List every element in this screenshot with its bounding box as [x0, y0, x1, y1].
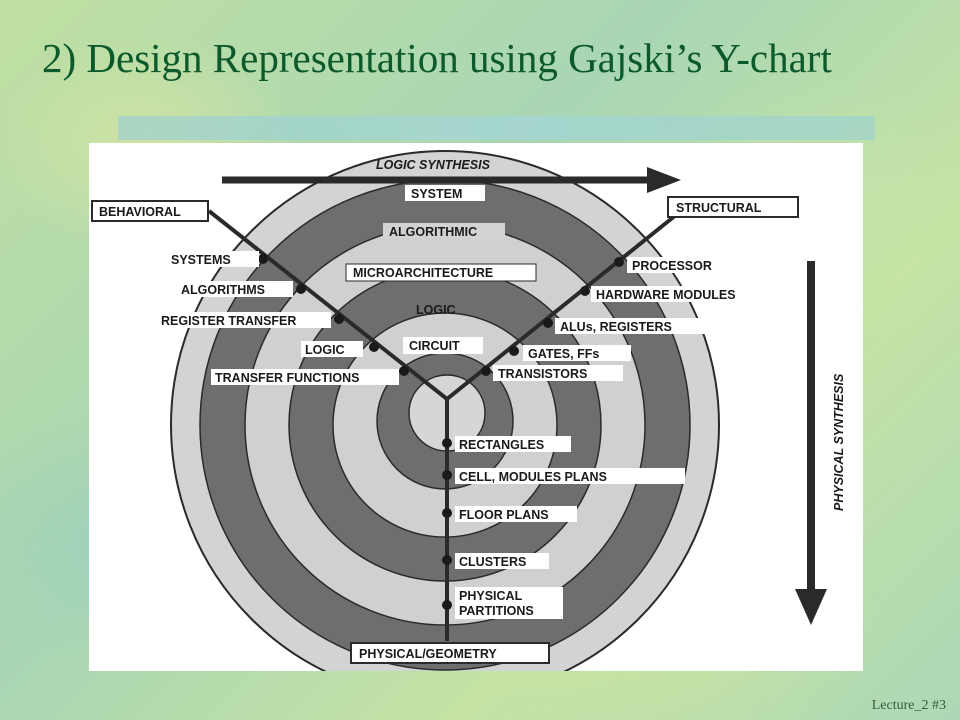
physical-synthesis-label: PHYSICAL SYNTHESIS	[832, 373, 846, 511]
physical-item-floor-plans: FLOOR PLANS	[459, 508, 549, 522]
physical-item-clusters: CLUSTERS	[459, 555, 526, 569]
structural-item-gates-ffs: GATES, FFs	[528, 347, 599, 361]
physical-domain-label: PHYSICAL/GEOMETRY	[359, 647, 497, 661]
structural-item-4-bg	[493, 365, 623, 381]
behavioral-item-transfer-functions: TRANSFER FUNCTIONS	[215, 371, 359, 385]
level-microarchitecture-label: MICROARCHITECTURE	[353, 266, 493, 280]
structural-item-transistors: TRANSISTORS	[498, 367, 587, 381]
physical-item-partitions: PARTITIONS	[459, 604, 534, 618]
physical-item-0-bg	[455, 436, 571, 452]
structural-item-0-bg	[627, 257, 733, 273]
structural-item-processor: PROCESSOR	[632, 259, 712, 273]
behavioral-axis-dots	[258, 254, 409, 376]
level-algorithmic-label: ALGORITHMIC	[389, 225, 477, 239]
behavioral-item-algorithms: ALGORITHMS	[181, 283, 265, 297]
structural-item-2-bg	[555, 318, 715, 334]
y-chart-figure: LOGIC SYNTHESIS PHYSICAL SYNTHESIS BEHAV…	[89, 143, 863, 671]
behavioral-item-3-bg	[301, 341, 363, 357]
level-system-label: SYSTEM	[411, 187, 462, 201]
behavioral-item-0-bg	[167, 251, 259, 267]
y-chart-diagram: LOGIC SYNTHESIS PHYSICAL SYNTHESIS BEHAV…	[91, 150, 846, 671]
behavioral-item-4-bg	[211, 369, 399, 385]
physical-item-2-bg	[455, 506, 577, 522]
behavioral-domain-label: BEHAVIORAL	[99, 205, 181, 219]
level-circuit-label: CIRCUIT	[409, 339, 460, 353]
physical-item-physical: PHYSICAL	[459, 589, 523, 603]
physical-item-cell-modules-plans: CELL, MODULES PLANS	[459, 470, 607, 484]
structural-item-alus-registers: ALUs, REGISTERS	[560, 320, 672, 334]
structural-item-3-bg	[523, 345, 631, 361]
physical-synthesis-arrow	[795, 261, 827, 625]
behavioral-item-2-bg	[157, 312, 331, 328]
physical-item-1-bg	[455, 468, 685, 484]
logic-synthesis-label: LOGIC SYNTHESIS	[376, 158, 491, 172]
behavioral-item-register-transfer: REGISTER TRANSFER	[161, 314, 296, 328]
physical-box	[350, 642, 550, 664]
structural-item-1-bg	[591, 286, 777, 302]
physical-item-3-bg	[455, 553, 549, 569]
behavioral-item-systems: SYSTEMS	[171, 253, 231, 267]
structural-domain-label: STRUCTURAL	[676, 201, 762, 215]
level-algorithmic-bg	[383, 223, 505, 239]
behavioral-box	[91, 200, 209, 222]
level-circuit-bg	[403, 337, 483, 354]
physical-item-4-bg	[455, 587, 563, 619]
level-system-bg	[405, 185, 485, 201]
physical-axis-dots	[442, 438, 452, 610]
level-microarchitecture-bg	[345, 263, 537, 282]
behavioral-item-1-bg	[177, 281, 293, 297]
title-underline-band	[118, 116, 875, 140]
physical-item-rectangles: RECTANGLES	[459, 438, 544, 452]
structural-box	[667, 196, 799, 218]
behavioral-item-logic: LOGIC	[305, 343, 345, 357]
structural-axis-dots	[481, 257, 624, 376]
structural-item-hardware-modules: HARDWARE MODULES	[596, 288, 736, 302]
logic-synthesis-arrow	[222, 167, 681, 193]
level-logic-label: LOGIC	[416, 303, 456, 317]
slide-title: 2) Design Representation using Gajski’s …	[42, 35, 832, 81]
slide-footer: Lecture_2 #3	[871, 698, 946, 713]
